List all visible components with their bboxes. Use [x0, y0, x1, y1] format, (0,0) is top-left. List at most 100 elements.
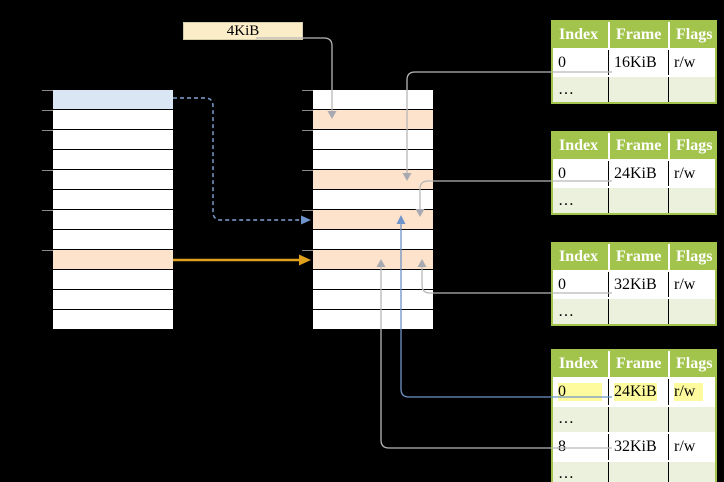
- pt-cell-text: …: [558, 465, 574, 482]
- memory-cell: [313, 270, 433, 290]
- pt-cell-text: 24KiB: [614, 164, 657, 182]
- pt-cell: 32KiB: [608, 272, 668, 297]
- address-tick: [42, 250, 53, 251]
- memory-cell: [313, 190, 433, 210]
- pt-cell: [668, 77, 715, 102]
- pt-row: …: [553, 186, 715, 213]
- pt-cell: r/w: [668, 272, 715, 297]
- pt-header-cell: Flags: [668, 351, 715, 377]
- address-tick: [302, 130, 313, 131]
- memory-cell: [313, 150, 433, 170]
- address-tick: [302, 170, 313, 171]
- virtual-to-physical-dashed-arrow: [173, 97, 301, 221]
- pt-cell: [668, 461, 715, 482]
- memory-cell: [53, 310, 173, 330]
- pt-cell: [608, 188, 668, 213]
- pt-cell-text: 32KiB: [614, 275, 657, 293]
- pt-cell: r/w: [668, 50, 715, 75]
- pt-cell-text: 0: [558, 164, 566, 182]
- pt-cell: …: [553, 406, 608, 432]
- physical-memory-column: [302, 90, 433, 330]
- memory-cell: [53, 210, 173, 230]
- page-size-box: 4KiB: [183, 22, 303, 40]
- pt-cell: 0: [553, 50, 608, 75]
- pt-header-cell: Flags: [668, 133, 715, 159]
- pt-cell-text: r/w: [674, 437, 696, 455]
- memory-cell: [313, 170, 433, 190]
- pt-cell-text: r/w: [674, 275, 696, 293]
- address-tick: [42, 110, 53, 111]
- pt-header-cell: Frame: [608, 244, 668, 270]
- pt-cell: [608, 299, 668, 324]
- pt-cell-text: 0: [558, 275, 566, 293]
- pt-cell-text: …: [558, 302, 574, 320]
- pt-header-cell: Index: [553, 351, 608, 377]
- pt-cell: …: [553, 77, 608, 102]
- memory-cell: [313, 250, 433, 270]
- memory-cell: [53, 150, 173, 170]
- pt-cell: [668, 188, 715, 213]
- pt-cell-text: 32KiB: [614, 437, 657, 455]
- pt-cell: [668, 406, 715, 432]
- pt-cell: 0: [553, 161, 608, 186]
- memory-cell: [53, 250, 173, 270]
- pt-cell: …: [553, 461, 608, 482]
- address-tick: [42, 90, 53, 91]
- memory-cell: [313, 130, 433, 150]
- memory-cell: [53, 190, 173, 210]
- address-tick: [302, 110, 313, 111]
- memory-cell: [313, 90, 433, 110]
- pt-cell-text: r/w: [674, 53, 696, 71]
- pt-cell-text: 24KiB: [614, 382, 657, 401]
- pt-cell-text: …: [558, 80, 574, 98]
- memory-cell: [313, 290, 433, 310]
- address-tick: [302, 90, 313, 91]
- pt-cell: …: [553, 299, 608, 324]
- pt-header-cell: Frame: [608, 351, 668, 377]
- pt-row: 0 24KiB r/w: [553, 159, 715, 186]
- pt-cell: 0: [553, 272, 608, 297]
- pt-row: 8 32KiB r/w: [553, 432, 715, 460]
- pt-cell: [668, 299, 715, 324]
- pt-cell-text: …: [558, 410, 574, 428]
- pt-cell: r/w: [668, 161, 715, 186]
- memory-cell: [53, 90, 173, 110]
- pt-cell: [608, 461, 668, 482]
- pt-header-cell: Index: [553, 22, 608, 48]
- memory-cell: [53, 290, 173, 310]
- pt-header-cell: Index: [553, 244, 608, 270]
- memory-cell: [313, 310, 433, 330]
- memory-cell: [53, 270, 173, 290]
- address-tick: [42, 170, 53, 171]
- pt-cell: r/w: [668, 379, 715, 405]
- pt-header-cell: Index: [553, 133, 608, 159]
- address-tick: [302, 210, 313, 211]
- pt-cell-text: 16KiB: [614, 53, 657, 71]
- pt-cell-text: 8: [558, 437, 566, 455]
- pt-header-cell: Flags: [668, 244, 715, 270]
- memory-cell: [53, 110, 173, 130]
- pt-row: …: [553, 75, 715, 102]
- pt-row: 0 32KiB r/w: [553, 270, 715, 297]
- pt-cell: r/w: [668, 434, 715, 460]
- pt-header-cell: Frame: [608, 133, 668, 159]
- pt-cell: 8: [553, 434, 608, 460]
- pt-cell: 24KiB: [608, 161, 668, 186]
- pt-row: 0 16KiB r/w: [553, 48, 715, 75]
- pt-header-cell: Frame: [608, 22, 668, 48]
- pt-row: …: [553, 297, 715, 324]
- virtual-memory-column: [42, 90, 173, 330]
- address-tick: [42, 210, 53, 211]
- pt-cell-text: 0: [558, 382, 602, 401]
- page-size-label: 4KiB: [226, 22, 260, 39]
- pt-cell: …: [553, 188, 608, 213]
- pt-row: 0 24KiB r/w: [553, 377, 715, 405]
